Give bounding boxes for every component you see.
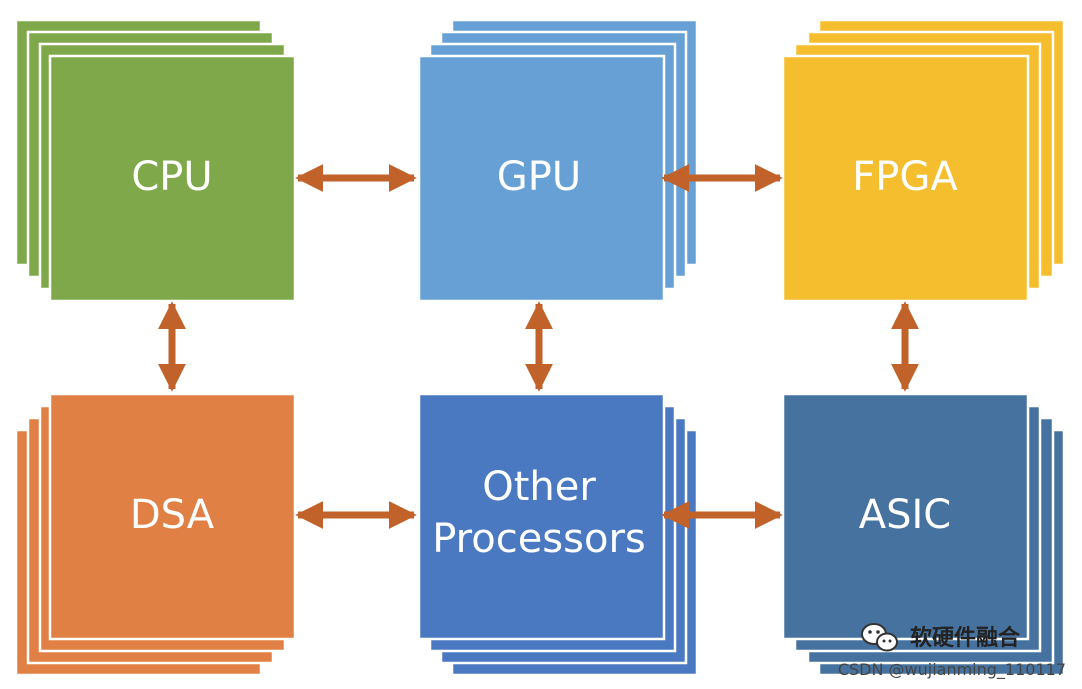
watermark: 软硬件融合 CSDN @wujianming_110117 <box>838 623 1066 680</box>
dsa-box: DSA <box>14 392 297 677</box>
other-processors-label-line-1: Other <box>482 464 596 510</box>
connectors <box>158 164 919 529</box>
asic-box: ASIC <box>781 392 1066 677</box>
asic-label: ASIC <box>859 492 951 538</box>
watermark-name: 软硬件融合 <box>910 625 1021 651</box>
other-processors-box: Other Processors <box>417 392 699 677</box>
watermark-credit: CSDN @wujianming_110117 <box>838 660 1066 680</box>
gpu-box: GPU <box>417 18 699 303</box>
fpga-box: FPGA <box>781 18 1066 303</box>
cpu-box: CPU <box>14 18 297 303</box>
other-processors-label-line-2: Processors <box>432 516 646 562</box>
wechat-icon <box>861 623 898 652</box>
gpu-label: GPU <box>497 154 581 200</box>
cpu-label: CPU <box>131 154 212 200</box>
fpga-label: FPGA <box>852 154 958 200</box>
dsa-label: DSA <box>130 492 215 538</box>
